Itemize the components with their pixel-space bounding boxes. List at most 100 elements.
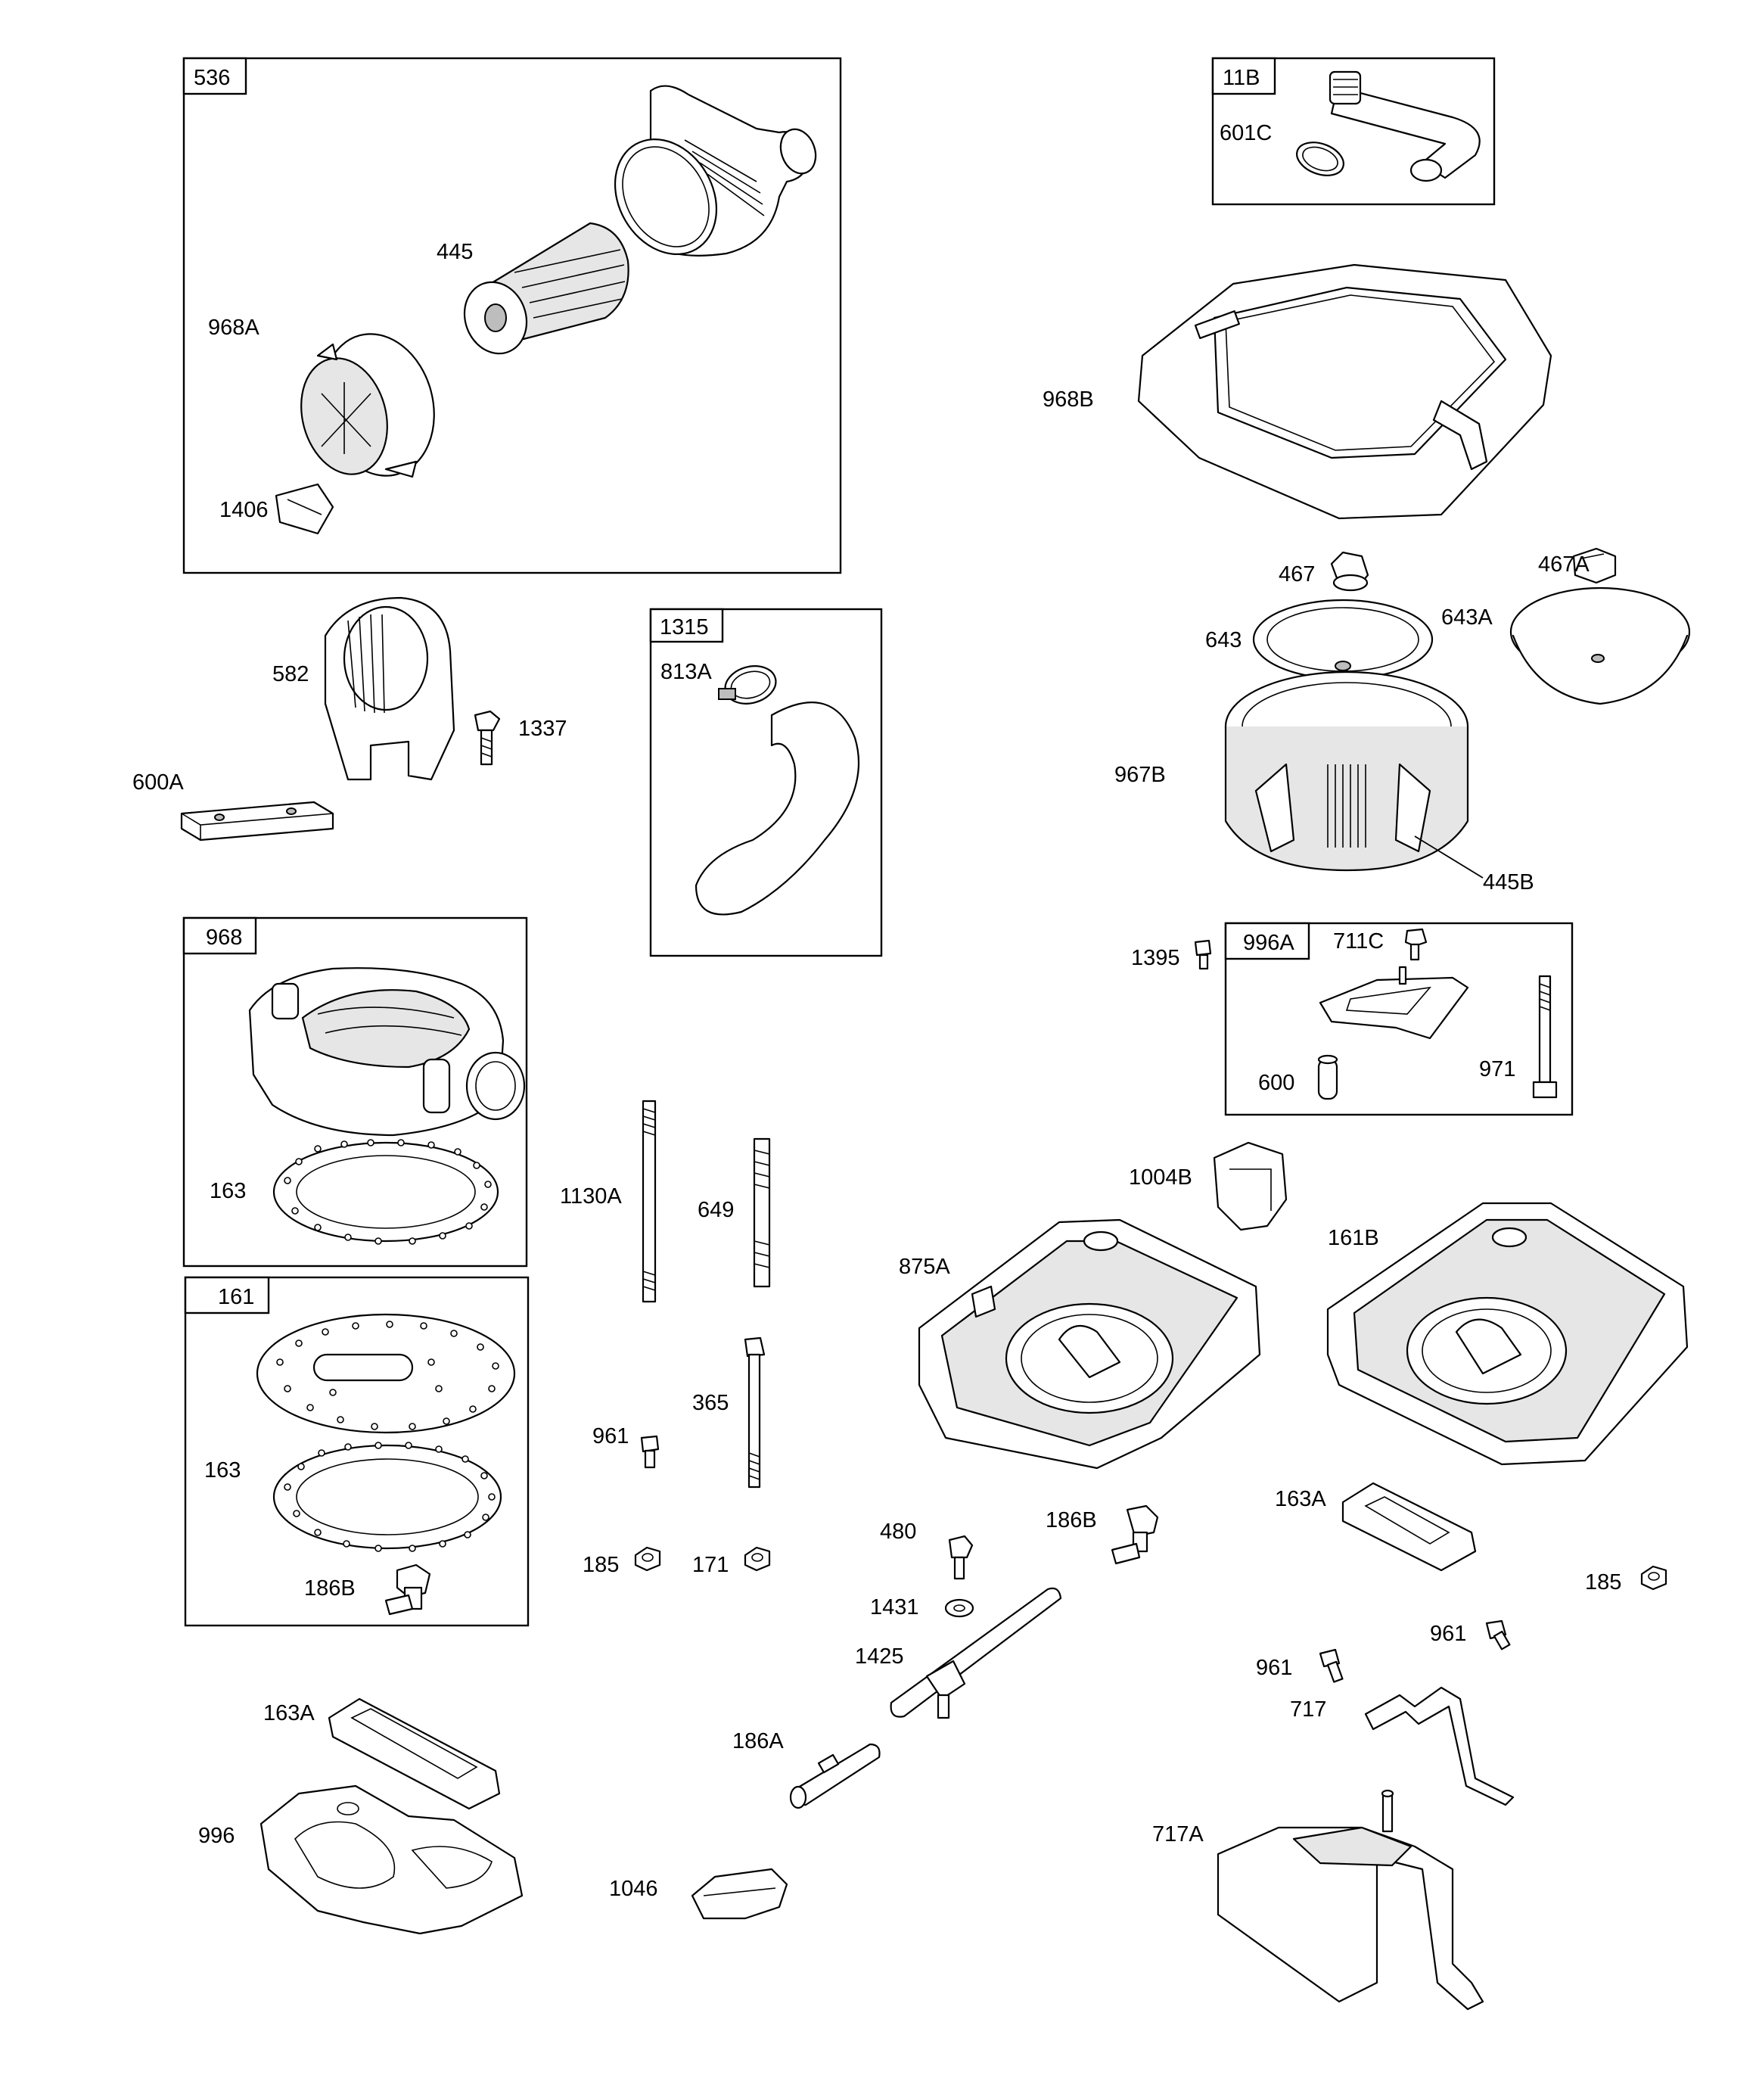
screw-1395 bbox=[1194, 939, 1212, 970]
air-cleaner-housing bbox=[614, 85, 817, 257]
nut-185-a bbox=[634, 1546, 661, 1572]
label-467: 467 bbox=[1279, 562, 1315, 586]
breather-tube bbox=[1329, 70, 1481, 182]
screw-1337 bbox=[474, 710, 501, 766]
spacer-600A bbox=[180, 801, 334, 842]
group-996A: 996A 711C 600 971 bbox=[1224, 922, 1574, 1116]
air-hose bbox=[695, 702, 860, 916]
label-185-b: 185 bbox=[1585, 1570, 1621, 1594]
base-875A bbox=[918, 1218, 1261, 1470]
air-filter-cartridge bbox=[463, 222, 629, 355]
air-cleaner-cover bbox=[300, 333, 435, 478]
label-186B-b: 186B bbox=[1046, 1508, 1097, 1532]
label-1395: 1395 bbox=[1131, 946, 1180, 970]
label-961-b: 961 bbox=[1430, 1622, 1466, 1646]
group-968-frame bbox=[182, 916, 528, 1268]
label-971: 971 bbox=[1479, 1057, 1515, 1081]
spacer-600 bbox=[1317, 1054, 1338, 1100]
gasket-1046 bbox=[691, 1868, 788, 1920]
label-1431: 1431 bbox=[870, 1595, 919, 1619]
group-11B-tab bbox=[1211, 57, 1276, 95]
gasket-163A-b bbox=[328, 1697, 501, 1810]
label-968B: 968B bbox=[1043, 387, 1094, 412]
label-1337: 1337 bbox=[518, 717, 567, 741]
label-600A: 600A bbox=[132, 770, 184, 795]
fitting-186A bbox=[789, 1743, 881, 1809]
group-11B-label: 11B bbox=[1223, 66, 1260, 90]
label-875A: 875A bbox=[899, 1255, 950, 1279]
group-996A-tab bbox=[1224, 922, 1310, 960]
group-161-tab bbox=[184, 1276, 270, 1314]
label-163-mid: 163 bbox=[204, 1458, 241, 1482]
tube-1425 bbox=[890, 1587, 1062, 1719]
label-171: 171 bbox=[692, 1553, 729, 1577]
label-1130A: 1130A bbox=[560, 1184, 622, 1209]
label-445: 445 bbox=[437, 240, 473, 264]
stud-1130A bbox=[642, 1100, 657, 1303]
group-968-label: 968 bbox=[206, 926, 242, 950]
label-961-c: 961 bbox=[1256, 1656, 1292, 1680]
label-600: 600 bbox=[1258, 1071, 1294, 1095]
stud-649 bbox=[753, 1137, 771, 1288]
cover-643A bbox=[1509, 586, 1691, 705]
label-967B: 967B bbox=[1114, 763, 1166, 787]
group-1315-frame bbox=[649, 608, 883, 957]
label-185-a: 185 bbox=[583, 1553, 619, 1577]
group-11B: 11B 601C bbox=[1211, 57, 1496, 206]
label-1406: 1406 bbox=[219, 498, 269, 522]
label-813A: 813A bbox=[660, 660, 712, 684]
label-643: 643 bbox=[1205, 628, 1242, 652]
washer-1431 bbox=[944, 1598, 974, 1618]
group-1315-tab bbox=[649, 608, 724, 643]
group-996A-label: 996A bbox=[1243, 931, 1294, 955]
screw-961-a bbox=[640, 1435, 660, 1469]
label-717A: 717A bbox=[1152, 1822, 1204, 1846]
air-cleaner-cover-968B bbox=[1137, 263, 1552, 520]
bracket-717 bbox=[1364, 1686, 1515, 1806]
air-cleaner-base-968 bbox=[248, 967, 526, 1137]
cover-643 bbox=[1252, 599, 1434, 680]
fitting-186B-a bbox=[384, 1563, 431, 1616]
label-1004B: 1004B bbox=[1129, 1165, 1192, 1190]
group-996A-frame bbox=[1224, 922, 1574, 1116]
label-711C: 711C bbox=[1333, 929, 1384, 954]
group-536: 536 445 968A 1406 bbox=[182, 57, 842, 574]
group-1315: 1315 813A bbox=[649, 608, 883, 957]
screw-961-c bbox=[1319, 1648, 1344, 1683]
label-467A: 467A bbox=[1538, 552, 1590, 577]
gasket-163-mid bbox=[272, 1442, 502, 1552]
label-445B: 445B bbox=[1483, 870, 1534, 894]
vacuator-valve bbox=[275, 483, 334, 535]
label-968A: 968A bbox=[208, 316, 259, 340]
label-649: 649 bbox=[698, 1198, 734, 1222]
label-161B: 161B bbox=[1328, 1226, 1379, 1250]
label-1046: 1046 bbox=[609, 1877, 658, 1901]
label-186A: 186A bbox=[732, 1729, 784, 1753]
plate-161 bbox=[256, 1313, 516, 1434]
bolt-365 bbox=[744, 1336, 766, 1489]
hose-clamp-601C bbox=[1296, 142, 1344, 176]
group-161-label: 161 bbox=[218, 1285, 254, 1309]
group-1315-label: 1315 bbox=[660, 615, 709, 639]
label-601C: 601C bbox=[1220, 121, 1272, 145]
group-161-frame bbox=[184, 1276, 530, 1627]
label-582: 582 bbox=[272, 662, 309, 686]
nut-185-b bbox=[1640, 1565, 1667, 1591]
screw-961-b bbox=[1485, 1619, 1511, 1650]
label-163-top: 163 bbox=[210, 1179, 246, 1203]
knob-467A bbox=[1572, 547, 1617, 584]
plate-996 bbox=[259, 1784, 524, 1935]
label-163A-b: 163A bbox=[263, 1701, 315, 1725]
label-717: 717 bbox=[1290, 1697, 1326, 1722]
screw-711C bbox=[1404, 928, 1428, 961]
nut-171 bbox=[744, 1546, 771, 1572]
label-186B-a: 186B bbox=[304, 1576, 356, 1601]
screw-480 bbox=[948, 1535, 974, 1580]
label-643A: 643A bbox=[1441, 605, 1493, 630]
group-536-frame bbox=[182, 57, 842, 574]
bracket-717A bbox=[1217, 1789, 1484, 2011]
gasket-163-top bbox=[272, 1139, 499, 1245]
label-163A-a: 163A bbox=[1275, 1487, 1326, 1511]
label-1425: 1425 bbox=[855, 1644, 904, 1669]
